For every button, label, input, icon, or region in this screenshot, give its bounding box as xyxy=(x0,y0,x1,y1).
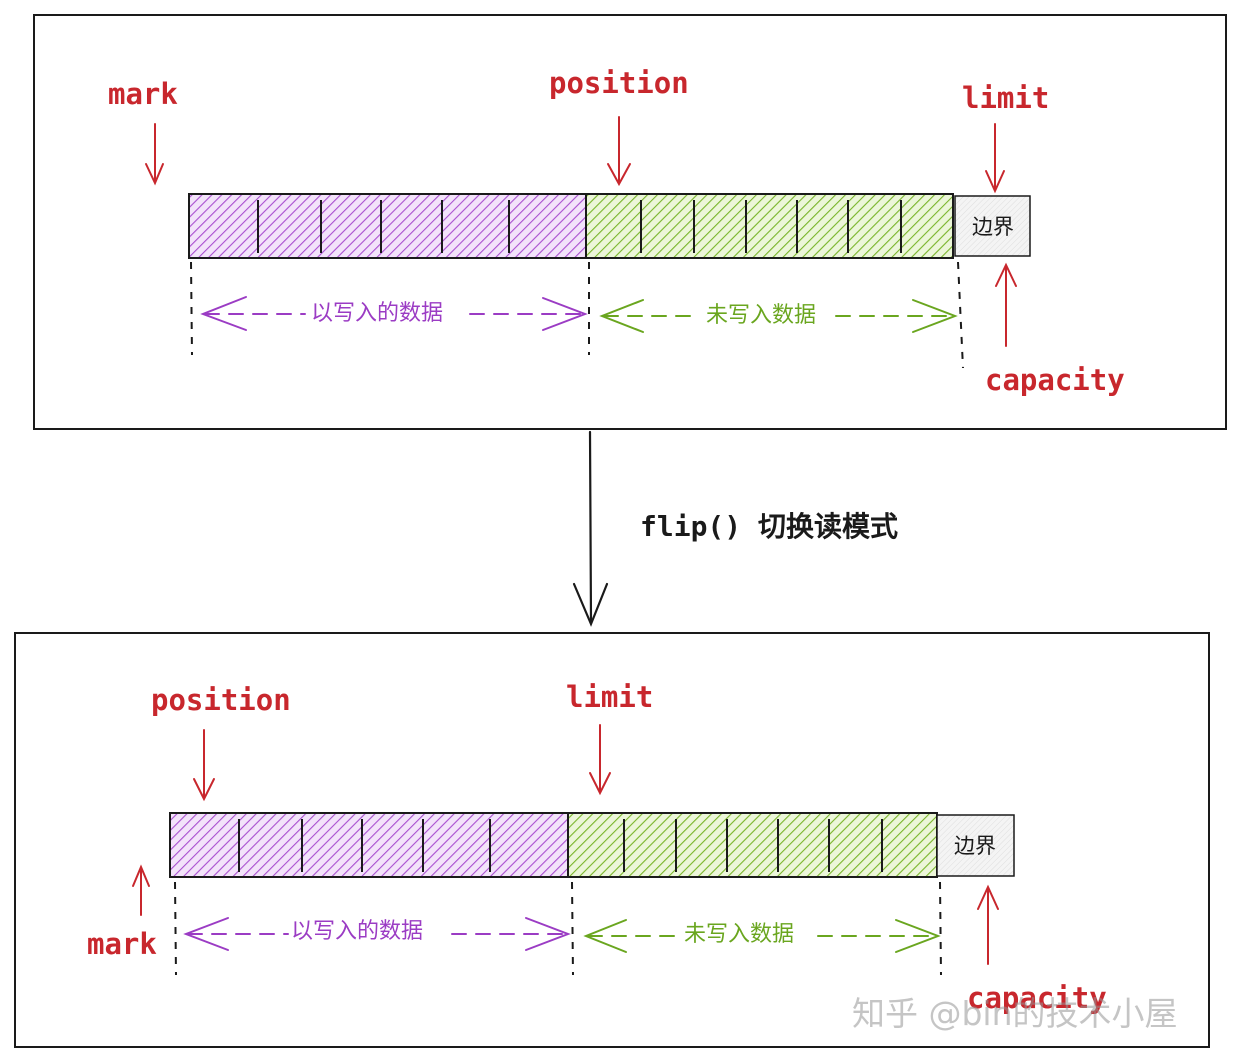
bottom-panel-frame xyxy=(14,632,1210,1048)
bottom-capacity-arrow xyxy=(977,884,999,965)
top-unwritten-region xyxy=(585,193,954,259)
bottom-limit-arrow xyxy=(589,724,611,796)
bottom-unwritten-range-label: 未写入数据 xyxy=(684,922,794,947)
bottom-unwritten-range-arrow xyxy=(583,919,941,953)
top-panel: mark position limit capacity 边界 xyxy=(33,14,1227,430)
top-unwritten-range-arrow xyxy=(599,299,958,333)
top-capacity-arrow xyxy=(995,262,1017,347)
bottom-written-region xyxy=(169,812,569,878)
top-position-arrow xyxy=(607,116,631,187)
bottom-position-label: position xyxy=(151,683,291,717)
top-boundary-cell xyxy=(954,195,1031,257)
bottom-extent-guides xyxy=(174,881,942,976)
flip-arrow xyxy=(572,430,609,627)
bottom-boundary-cell xyxy=(936,814,1015,877)
top-written-range-arrow xyxy=(200,296,588,331)
top-extent-guides xyxy=(190,261,964,369)
bottom-mark-label: mark xyxy=(87,927,157,961)
top-limit-label: limit xyxy=(962,81,1049,115)
top-mark-arrow xyxy=(145,123,164,186)
flip-transition: flip() 切换读模式 xyxy=(572,430,898,627)
bottom-capacity-label: capacity xyxy=(967,981,1107,1015)
bottom-limit-label: limit xyxy=(566,680,653,714)
bottom-unwritten-region xyxy=(567,812,938,878)
bottom-mark-arrow xyxy=(132,864,150,916)
top-unwritten-range-label: 未写入数据 xyxy=(706,303,816,328)
top-written-range-label: 以写入的数据 xyxy=(311,301,443,326)
top-panel-frame xyxy=(33,14,1227,430)
bottom-boundary-label: 边界 xyxy=(954,834,996,858)
top-written-region xyxy=(188,193,587,259)
top-cell-dividers xyxy=(257,200,902,253)
top-boundary-label: 边界 xyxy=(972,215,1014,239)
watermark-text: 知乎 @bin的技术小屋 xyxy=(852,994,1178,1033)
bottom-panel: position limit mark capacity 边界 xyxy=(14,632,1210,1048)
bottom-cell-dividers xyxy=(238,819,883,872)
bottom-position-arrow xyxy=(193,729,215,802)
flip-label: flip() 切换读模式 xyxy=(640,510,898,543)
top-limit-arrow xyxy=(985,123,1005,194)
bottom-written-range-arrow xyxy=(183,917,571,951)
top-capacity-label: capacity xyxy=(985,363,1125,397)
bottom-written-range-label: 以写入的数据 xyxy=(291,919,423,944)
top-mark-label: mark xyxy=(108,77,178,111)
top-position-label: position xyxy=(549,66,689,100)
